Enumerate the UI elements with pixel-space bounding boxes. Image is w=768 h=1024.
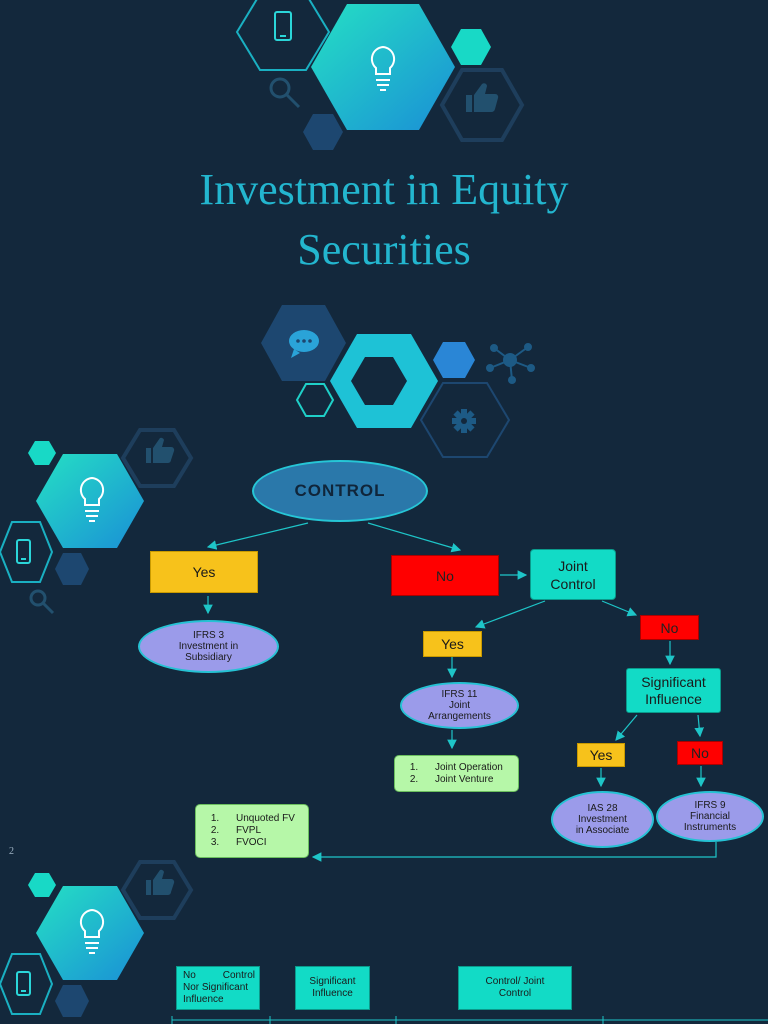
middle-hex-cluster — [261, 305, 511, 458]
flow-arrows — [203, 522, 717, 862]
list-item: Joint Operation — [421, 762, 503, 774]
ias28-line-2: in Associate — [575, 825, 630, 836]
lightbulb-icon — [79, 476, 105, 522]
gear-icon — [452, 409, 476, 433]
thumbs-up-icon — [466, 83, 499, 113]
title-line-1: Investment in Equity — [199, 165, 569, 214]
bottom-hex-cluster — [0, 860, 194, 1017]
smartphone-icon — [16, 539, 31, 564]
thumbs-up-icon — [146, 869, 175, 895]
no-control-line-3: Influence — [183, 994, 224, 1005]
no-control-line-1b: Control — [222, 970, 255, 981]
thumbs-up-icon — [146, 437, 175, 463]
ifrs3-line-2: Subsidiary — [185, 652, 232, 663]
timeline — [171, 1016, 768, 1024]
yes-joint-box: Yes — [423, 631, 482, 657]
page-title: Investment in Equity Securities — [0, 160, 768, 280]
joint-control-line-1: Joint — [558, 557, 588, 574]
magnifier-icon — [29, 589, 55, 615]
joint-control-box: Joint Control — [530, 549, 616, 600]
ias28-line-1: Investment — [578, 814, 627, 825]
no-control-box: No — [391, 555, 499, 596]
significant-bottom-line-1: Significant — [309, 976, 356, 987]
ifrs11-ellipse: IFRS 11 Joint Arrangements — [400, 682, 519, 729]
ifrs11-line-2: Arrangements — [428, 711, 491, 722]
control-joint-bottom-box: Control/ Joint Control — [458, 966, 572, 1010]
significant-influence-line-1: Significant — [641, 673, 706, 690]
network-icon — [486, 343, 535, 384]
lightbulb-icon — [79, 908, 105, 954]
no-control-line-1a: No — [183, 970, 196, 981]
ifrs11-line-1: Joint — [448, 700, 471, 711]
joint-types-list: Joint Operation Joint Venture — [394, 755, 519, 792]
page-number: 2 — [9, 846, 14, 857]
significant-bottom-line-2: Influence — [312, 988, 353, 999]
no-si-box: No — [677, 741, 723, 765]
ifrs9-line-1: Financial — [689, 811, 731, 822]
smartphone-icon — [16, 971, 31, 996]
chat-bubble-icon — [289, 330, 319, 358]
magnifier-icon — [269, 77, 301, 109]
yes-control-box: Yes — [150, 551, 258, 593]
ifrs3-ellipse: IFRS 3 Investment in Subsidiary — [138, 620, 279, 673]
ifrs9-code: IFRS 9 — [694, 800, 726, 811]
left-hex-cluster — [0, 428, 194, 585]
yes-si-box: Yes — [577, 743, 625, 767]
ifrs9-line-2: Instruments — [683, 822, 737, 833]
ifrs3-code: IFRS 3 — [192, 630, 225, 641]
ifrs11-code: IFRS 11 — [441, 689, 478, 700]
lightbulb-icon — [370, 45, 396, 91]
no-joint-box: No — [640, 615, 699, 640]
no-control-nor-si-box: No Control Nor Significant Influence — [176, 966, 260, 1010]
list-item: Unquoted FV — [222, 813, 295, 825]
list-item: FVOCI — [222, 837, 295, 849]
control-joint-line-2: Control — [498, 988, 532, 999]
ias28-code: IAS 28 — [587, 803, 618, 814]
ifrs9-ellipse: IFRS 9 Financial Instruments — [656, 791, 764, 842]
smartphone-icon — [274, 11, 292, 41]
list-item: FVPL — [222, 825, 295, 837]
significant-influence-box: Significant Influence — [626, 668, 721, 713]
joint-control-line-2: Control — [550, 575, 596, 592]
significant-influence-line-2: Influence — [645, 690, 702, 707]
significant-influence-bottom-box: Significant Influence — [295, 966, 370, 1010]
no-control-line-2: Nor Significant — [183, 982, 249, 993]
fv-list: Unquoted FV FVPL FVOCI — [195, 804, 309, 858]
ifrs3-line-1: Investment in — [178, 641, 239, 652]
ias28-ellipse: IAS 28 Investment in Associate — [551, 791, 654, 848]
title-line-2: Securities — [297, 225, 471, 274]
control-joint-line-1: Control/ Joint — [485, 976, 545, 987]
list-item: Joint Venture — [421, 774, 503, 786]
control-node: CONTROL — [252, 460, 428, 522]
top-hex-cluster — [235, 0, 525, 150]
